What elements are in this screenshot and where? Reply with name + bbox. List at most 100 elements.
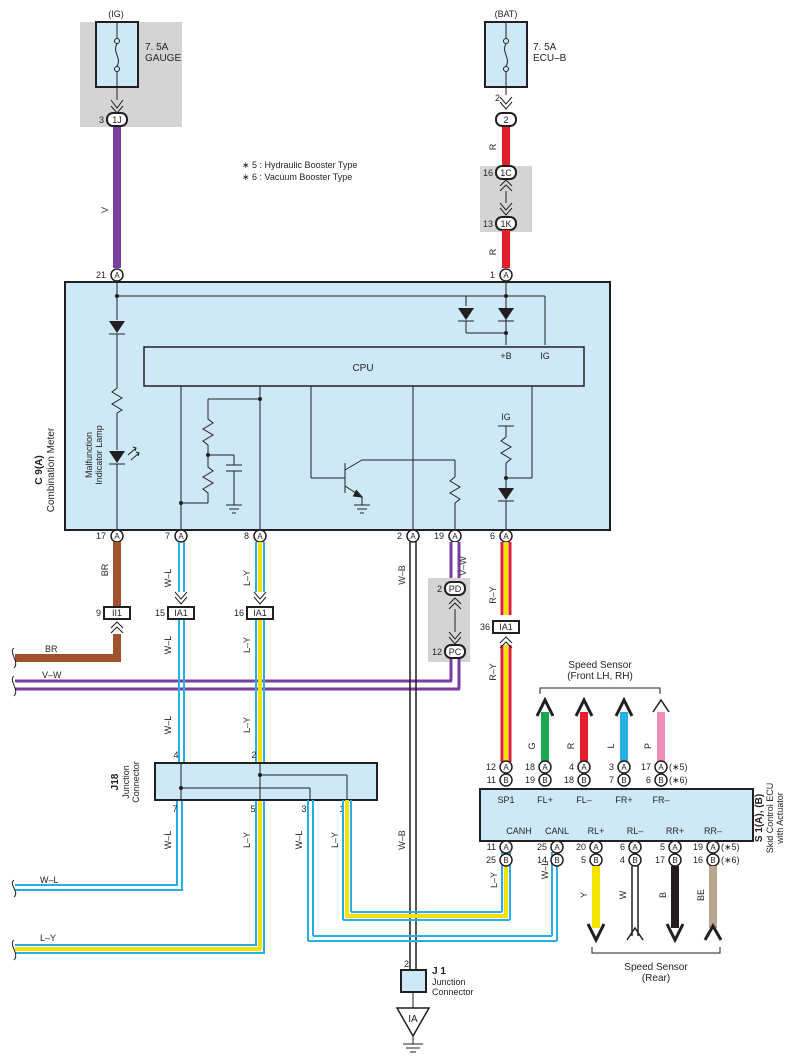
svg-text:4: 4 — [620, 855, 625, 865]
lamp-label-2: Indicator Lamp — [94, 425, 104, 485]
sensor-rear-bracket — [591, 947, 721, 954]
ecu-label-fr-plus: FR+ — [615, 795, 632, 805]
svg-text:12: 12 — [432, 647, 442, 657]
svg-text:4: 4 — [569, 762, 574, 772]
svg-text:19: 19 — [693, 842, 703, 852]
svg-text:IA1: IA1 — [253, 608, 267, 618]
svg-text:11: 11 — [487, 842, 496, 852]
svg-text:BR: BR — [45, 644, 58, 654]
bat-fuse-icon — [503, 22, 509, 87]
svg-text:2: 2 — [397, 531, 402, 541]
svg-text:7: 7 — [172, 804, 177, 814]
svg-text:2: 2 — [404, 959, 409, 969]
j18-internal — [179, 763, 348, 800]
svg-text:L–Y: L–Y — [40, 933, 56, 943]
ecu-label-sp1: SP1 — [497, 795, 514, 805]
sensor-rear-sub: (Rear) — [642, 973, 670, 984]
svg-text:Connector: Connector — [432, 987, 474, 997]
bat-fuse-rating: 7. 5A — [533, 42, 557, 53]
wire-wl — [15, 542, 185, 891]
meter-internal-lower — [179, 386, 533, 531]
svg-text:L–Y: L–Y — [242, 637, 252, 653]
svg-text:BR: BR — [100, 563, 110, 576]
meter-bottom-pins — [110, 529, 513, 543]
svg-text:8: 8 — [244, 531, 249, 541]
svg-text:B: B — [632, 856, 637, 865]
wire-ry — [500, 542, 512, 762]
svg-text:L–Y: L–Y — [330, 832, 340, 848]
svg-text:A: A — [452, 532, 458, 541]
meter-name: Combination Meter — [46, 427, 57, 512]
svg-text:B: B — [621, 776, 626, 785]
ecu-label-rr-plus: RR+ — [666, 826, 684, 836]
svg-text:A: A — [658, 763, 664, 772]
cpu-block — [143, 346, 585, 387]
svg-text:B: B — [503, 776, 508, 785]
wire-r-lower — [502, 230, 510, 268]
svg-text:2: 2 — [437, 584, 442, 594]
svg-text:L–Y: L–Y — [242, 832, 252, 848]
wire-r-upper — [502, 127, 510, 167]
svg-text:B: B — [554, 856, 559, 865]
sensor-front-wires — [535, 696, 670, 762]
j18-id: J18 — [110, 773, 121, 790]
svg-text:R: R — [488, 248, 498, 255]
svg-text:W–L: W–L — [163, 569, 173, 588]
svg-text:16: 16 — [234, 608, 244, 618]
svg-text:1K: 1K — [500, 219, 511, 229]
svg-text:6: 6 — [646, 775, 651, 785]
ecu-label-rl-minus: RL– — [627, 826, 644, 836]
ecu-label-rr-minus: RR– — [704, 826, 722, 836]
svg-text:B: B — [581, 776, 586, 785]
sensor-front-sub: (Front LH, RH) — [567, 671, 633, 682]
svg-text:A: A — [503, 843, 509, 852]
svg-text:14: 14 — [537, 855, 547, 865]
svg-text:19: 19 — [434, 531, 444, 541]
svg-text:A: A — [503, 271, 509, 280]
ig-fuse-icon — [114, 22, 120, 87]
svg-text:B: B — [658, 892, 668, 898]
ecu-label-canl: CANL — [545, 826, 569, 836]
svg-text:A: A — [672, 843, 678, 852]
svg-text:P: P — [643, 743, 653, 749]
svg-text:3: 3 — [99, 115, 104, 125]
svg-text:25: 25 — [537, 842, 547, 852]
ig-fuse-rating: 7. 5A — [145, 42, 169, 53]
note-6: ∗ 6 : Vacuum Booster Type — [242, 172, 352, 182]
svg-text:(∗6): (∗6) — [669, 775, 688, 785]
connector-pc — [444, 644, 466, 659]
svg-text:G: G — [527, 742, 537, 749]
svg-text:L: L — [606, 743, 616, 748]
wire-wl-to-ecu — [307, 800, 558, 942]
svg-text:12: 12 — [486, 762, 496, 772]
svg-text:W–L: W–L — [40, 875, 59, 885]
svg-text:36: 36 — [480, 622, 490, 632]
ecu-label-fl-minus: FL– — [576, 795, 592, 805]
svg-text:(∗6): (∗6) — [721, 855, 740, 865]
svg-text:BE: BE — [696, 889, 706, 901]
wire-v — [113, 127, 121, 268]
svg-text:6: 6 — [620, 842, 625, 852]
plus-b-label: +B — [500, 351, 511, 361]
ground-triangle-icon — [395, 1007, 431, 1038]
ig-fuse-name: GAUGE — [145, 53, 181, 64]
svg-text:1: 1 — [490, 270, 495, 280]
ecu-label-fr-minus: FR– — [652, 795, 669, 805]
svg-text:2: 2 — [495, 93, 500, 103]
svg-text:W–B: W–B — [397, 830, 407, 850]
svg-text:5: 5 — [660, 842, 665, 852]
svg-text:W–L: W–L — [163, 716, 173, 735]
ecu-label-fl-plus: FL+ — [537, 795, 553, 805]
connector-1j — [106, 112, 128, 127]
wire-break-marks — [11, 647, 17, 961]
svg-text:A: A — [593, 843, 599, 852]
svg-text:L–Y: L–Y — [242, 570, 252, 586]
svg-text:IA1: IA1 — [174, 608, 188, 618]
junction-connector-j1 — [400, 969, 427, 993]
svg-text:A: A — [410, 532, 416, 541]
svg-text:17: 17 — [655, 855, 665, 865]
lamp-label-1: Malfunction — [84, 432, 94, 478]
svg-text:Skid Control ECU: Skid Control ECU — [765, 783, 775, 854]
svg-text:6: 6 — [490, 531, 495, 541]
ecu-label-rl-plus: RL+ — [588, 826, 605, 836]
